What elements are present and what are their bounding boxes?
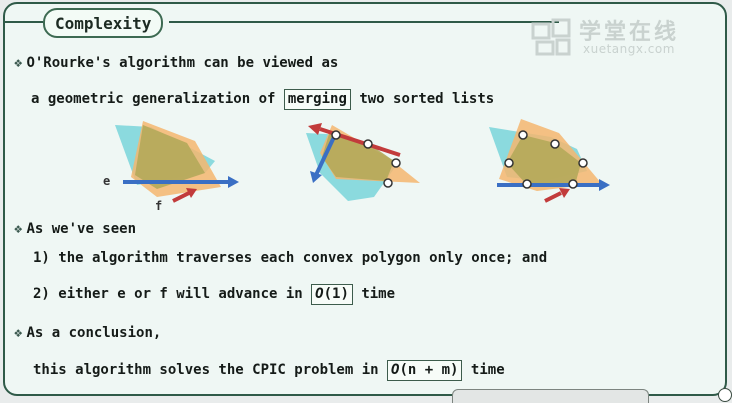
slide: Complexity 学堂在线 xuetangx.com ❖O'Rourke's… [3, 2, 727, 396]
watermark: 学堂在线 xuetangx.com [531, 12, 711, 64]
bullet-diamond-icon: ❖ [14, 325, 23, 341]
bullet-diamond-icon: ❖ [14, 55, 23, 71]
bullet-2-head-text: As we've seen [26, 221, 137, 237]
bullet-1-line-2-post: two sorted lists [359, 91, 495, 107]
bullet-2-head: ❖As we've seen [14, 221, 136, 237]
bullet-2-item-2-post: time [361, 286, 396, 302]
big-o-symbol: O [315, 286, 324, 302]
diagram-1 [115, 121, 239, 203]
corner-button[interactable] [718, 388, 732, 402]
title-rule-right [169, 21, 559, 23]
watermark-logo-icon [531, 18, 571, 56]
bullet-3-line-post: time [470, 362, 505, 378]
big-o-symbol: O [391, 362, 400, 378]
label-f: f [155, 199, 163, 213]
onm-arg: (n + m) [399, 362, 459, 378]
merging-box: merging [283, 89, 351, 110]
player-control-bar[interactable] [452, 389, 649, 403]
bullet-1-text: O'Rourke's algorithm can be viewed as [26, 55, 339, 71]
bullet-3-line-pre: this algorithm solves the CPIC problem i… [33, 362, 379, 378]
bullet-2-item-2-pre: 2) either e or f will advance in [33, 286, 303, 302]
bullet-3-head-text: As a conclusion, [26, 325, 162, 341]
bullet-3-line: this algorithm solves the CPIC problem i… [33, 360, 505, 381]
bullet-diamond-icon: ❖ [14, 221, 23, 237]
slide-title: Complexity [43, 8, 164, 38]
watermark-cn: 学堂在线 [579, 20, 680, 45]
diagram-3 [489, 119, 610, 203]
label-e: e [103, 174, 111, 188]
o1-box: O(1) [311, 284, 353, 305]
bullet-1-line-2-pre: a geometric generalization of [31, 91, 276, 107]
title-rule-left [5, 21, 43, 23]
watermark-en: xuetangx.com [583, 42, 675, 56]
onm-box: O(n + m) [387, 360, 463, 381]
o1-arg: (1) [323, 286, 349, 302]
bullet-1-line-1: ❖O'Rourke's algorithm can be viewed as [14, 55, 338, 71]
diagram-2 [306, 123, 420, 201]
bullet-2-item-2: 2) either e or f will advance in O(1) ti… [33, 284, 395, 305]
bullet-3-head: ❖As a conclusion, [14, 325, 161, 341]
bullet-2-item-1: 1) the algorithm traverses each convex p… [33, 250, 548, 266]
bullet-1-line-2: a geometric generalization of merging tw… [31, 89, 494, 110]
